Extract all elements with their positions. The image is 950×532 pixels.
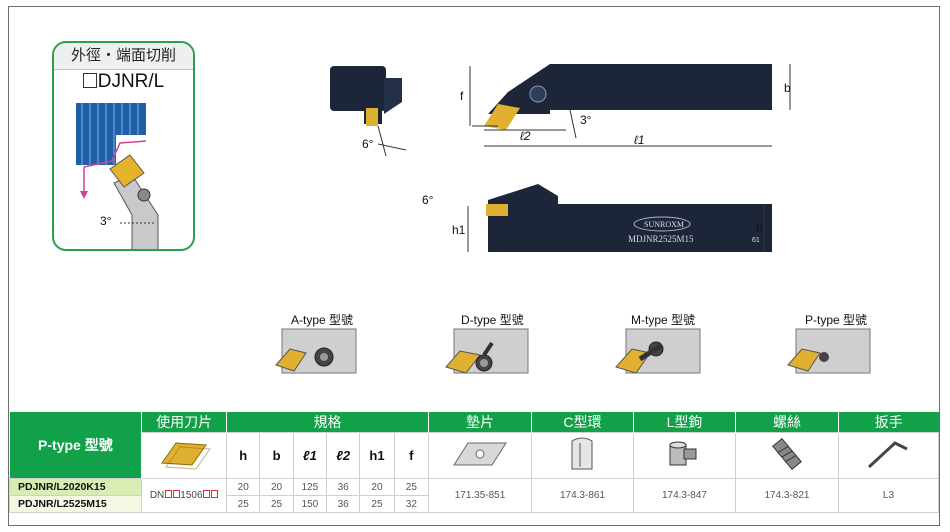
part-wrench: L3: [837, 478, 940, 513]
insert-code: DN 1506: [141, 478, 228, 513]
top-angle-label: 3°: [580, 113, 592, 127]
dim-f-label: f: [460, 89, 464, 103]
header-c-ring: C型環: [531, 412, 634, 433]
insert-image-cell: [141, 432, 228, 479]
holder-model: MDJNR2525M15: [628, 234, 694, 244]
dim-b-label: b: [784, 81, 791, 95]
screw-image-cell: [734, 432, 839, 479]
r1-h1: 20: [359, 478, 395, 496]
a-type-holder-icon: [275, 328, 357, 374]
part-l-hook: 174.3-847: [632, 478, 736, 513]
r2-h1: 25: [359, 495, 395, 513]
row-name-2: PDJNR/L2525M15: [8, 495, 143, 513]
spec-col-l1: ℓ1: [292, 432, 328, 479]
placeholder-box: [82, 73, 97, 88]
r1-b: 20: [259, 478, 294, 496]
insert-code-prefix: DN: [149, 490, 165, 501]
l-hook-icon: [669, 441, 697, 466]
row-name-1: PDJNR/L2020K15: [8, 478, 143, 496]
insert-icon: [161, 442, 212, 470]
wrench-icon: [868, 441, 909, 469]
card-title: 外徑・端面切削: [54, 43, 193, 70]
card-code: DJNR/L: [54, 71, 193, 93]
header-insert: 使用刀片: [141, 412, 228, 433]
r2-h: 25: [226, 495, 261, 513]
part-shim: 171.35-851: [428, 478, 532, 513]
header-wrench: 扳手: [838, 412, 939, 433]
spec-col-h1: h1: [359, 432, 395, 479]
header-spec: 規格: [226, 412, 430, 433]
r2-b: 25: [259, 495, 294, 513]
end-angle-label: 6°: [362, 137, 374, 151]
part-screw: 174.3-821: [734, 478, 839, 513]
spec-col-h: h: [226, 432, 261, 479]
wrench-image-cell: [837, 432, 940, 479]
r1-l2: 36: [326, 478, 361, 496]
type-label-m: M-type 型號: [631, 313, 696, 327]
d-type-holder-icon: [445, 328, 529, 374]
header-l-hook: L型鉤: [633, 412, 736, 433]
page-frame: [8, 6, 940, 526]
spec-col-b: b: [259, 432, 294, 479]
insert-code-mid: 1506: [180, 490, 203, 501]
holder-brand: SUNROXM: [644, 220, 684, 229]
type-label-d: D-type 型號: [461, 313, 524, 327]
c-ring-icon: [571, 437, 593, 470]
dim-l1-label: ℓ1: [634, 133, 645, 147]
dim-h1-label: h1: [452, 223, 466, 237]
r2-l1: 150: [292, 495, 328, 513]
spec-col-l2: ℓ2: [326, 432, 361, 479]
type-label-p: P-type 型號: [805, 313, 868, 327]
operation-card: 外徑・端面切削 DJNR/L 3°: [52, 41, 195, 251]
dim-h-label: h: [756, 221, 763, 235]
shim-image-cell: [428, 432, 532, 479]
dim-l2-label: ℓ2: [520, 129, 531, 143]
top-view-drawing: f b ℓ2 ℓ1 3°: [460, 64, 791, 147]
card-code-text: DJNR/L: [97, 71, 165, 92]
screw-icon: [772, 437, 802, 471]
insert-icon: [109, 154, 145, 188]
header-screw: 螺絲: [735, 412, 839, 433]
tool-holder-icon: [113, 174, 159, 249]
r1-h: 20: [226, 478, 261, 496]
holder-mark: 61: [752, 237, 760, 244]
l-hook-image-cell: [632, 432, 736, 479]
r2-f: 32: [393, 495, 430, 513]
card-angle-label: 3°: [100, 214, 112, 228]
group-label: P-type 型號: [9, 412, 143, 479]
front-view-drawing: 6° h1 h SUNROXM MDJNR2525M15 61: [422, 184, 772, 252]
part-c-ring: 174.3-861: [531, 478, 634, 513]
header-shim: 墊片: [428, 412, 532, 433]
end-view-drawing: 6°: [330, 66, 407, 157]
type-label-a: A-type 型號: [291, 313, 354, 327]
operation-diagram-icon: 3°: [76, 103, 159, 249]
m-type-holder-icon: [615, 328, 701, 374]
spec-table: P-type 型號 使用刀片 規格 墊片 C型環 L型鉤 螺絲 扳手 h b ℓ…: [8, 412, 940, 513]
top-insert: [484, 104, 520, 130]
front-angle-label: 6°: [422, 193, 434, 207]
spec-col-f: f: [393, 432, 430, 479]
r1-l1: 125: [292, 478, 328, 496]
r1-f: 25: [393, 478, 430, 496]
r2-l2: 36: [326, 495, 361, 513]
shim-icon: [453, 442, 507, 466]
p-type-holder-icon: [787, 328, 871, 374]
c-ring-image-cell: [531, 432, 634, 479]
